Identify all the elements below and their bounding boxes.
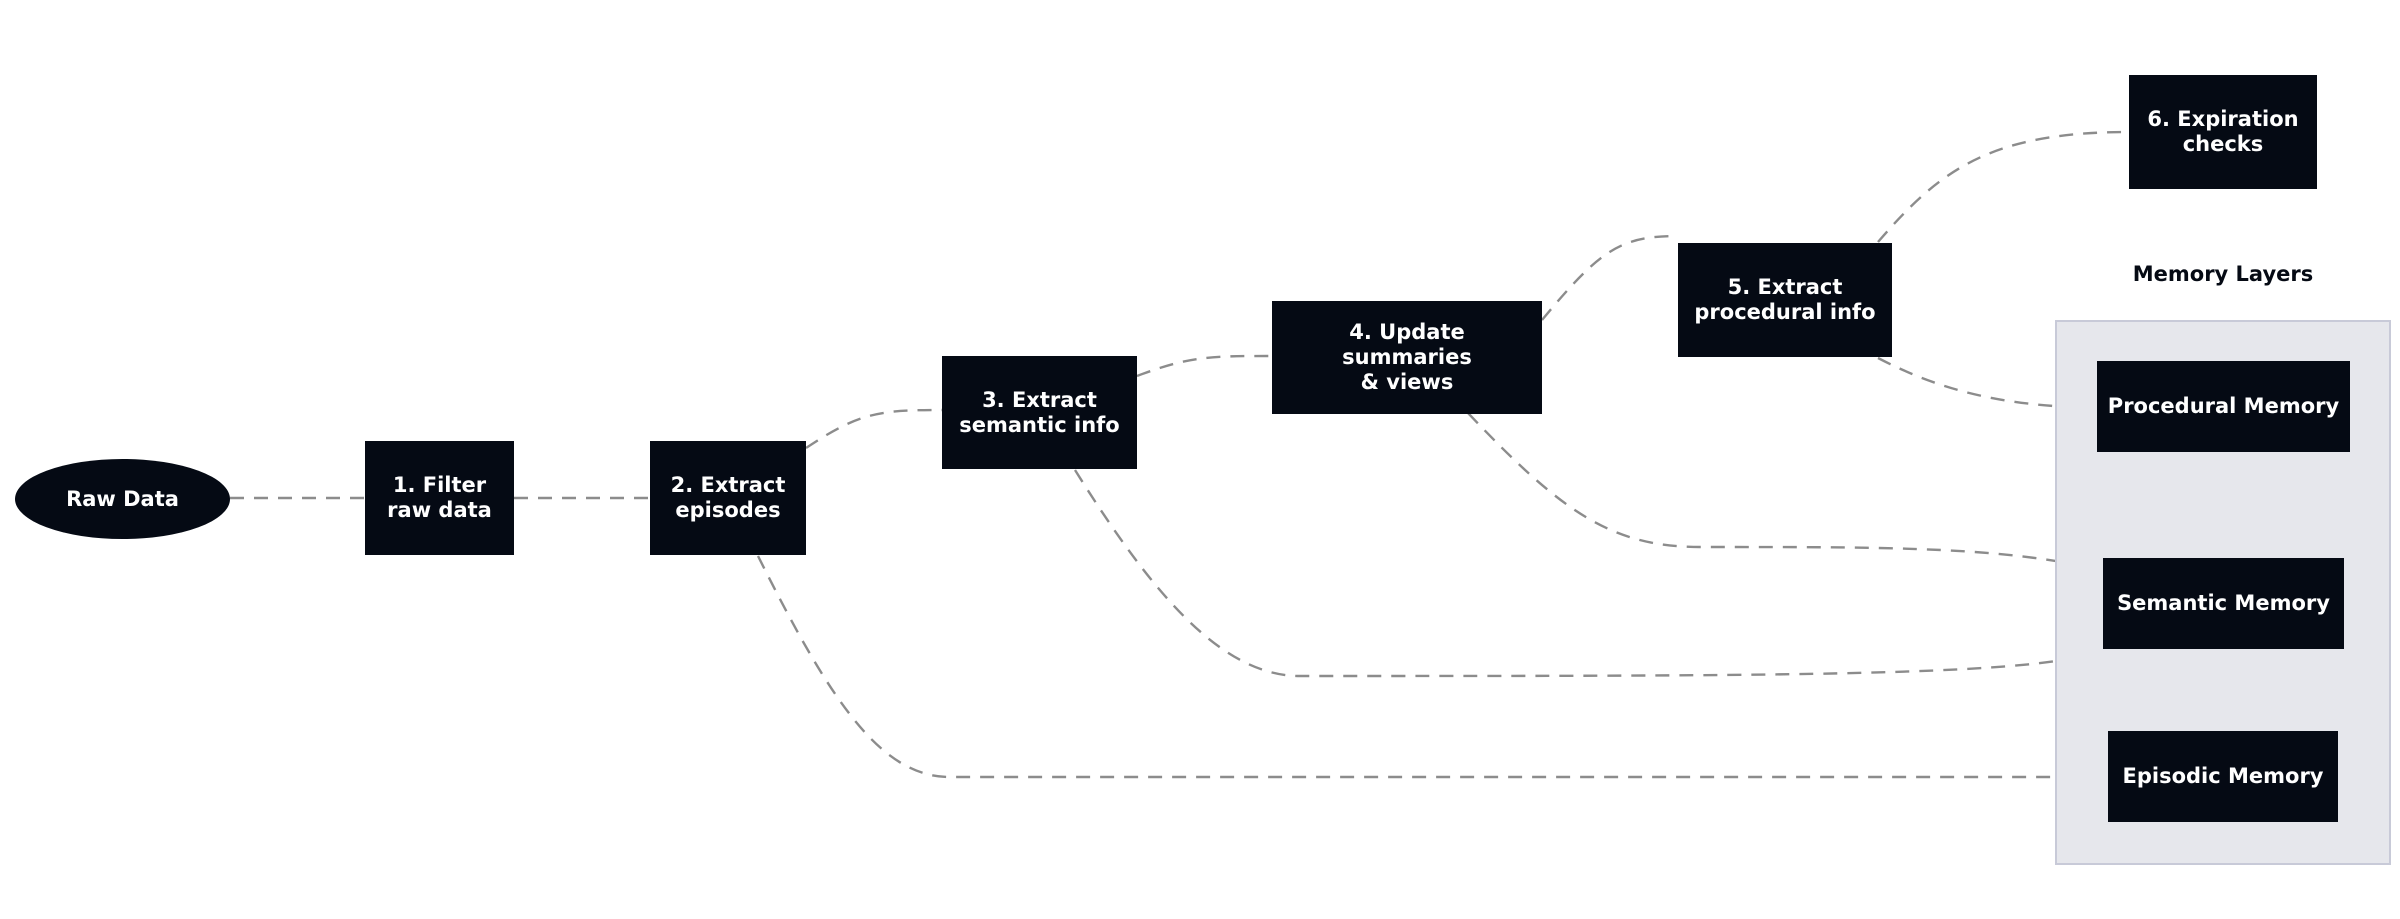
node-semantic-memory[interactable]: Semantic Memory	[2103, 558, 2344, 649]
edge-episodes-to-semantic	[805, 408, 943, 449]
node-update-summaries[interactable]: 4. Update summaries & views	[1272, 301, 1542, 414]
memory-layers-title: Memory Layers	[2132, 262, 2314, 286]
node-extract-episodes[interactable]: 2. Extract episodes	[650, 441, 806, 555]
node-extract-procedural-info[interactable]: 5. Extract procedural info	[1678, 243, 1892, 357]
node-episodic-memory[interactable]: Episodic Memory	[2108, 731, 2338, 822]
edge-summaries-to-procedural	[1541, 234, 1679, 321]
edge-semantic-to-semantic-memory	[1073, 469, 2104, 678]
node-filter-raw-data[interactable]: 1. Filter raw data	[365, 441, 514, 555]
edge-summaries-to-semantic-memory	[1467, 412, 2104, 572]
edge-episodes-to-episodic-memory	[756, 555, 2108, 779]
edge-procedural-to-expiration	[1877, 130, 2130, 243]
node-extract-semantic-info[interactable]: 3. Extract semantic info	[942, 356, 1137, 469]
edge-semantic-to-summaries	[1136, 354, 1273, 378]
node-raw-data[interactable]: Raw Data	[15, 459, 230, 539]
node-procedural-memory[interactable]: Procedural Memory	[2097, 361, 2350, 452]
node-expiration-checks[interactable]: 6. Expiration checks	[2129, 75, 2317, 189]
